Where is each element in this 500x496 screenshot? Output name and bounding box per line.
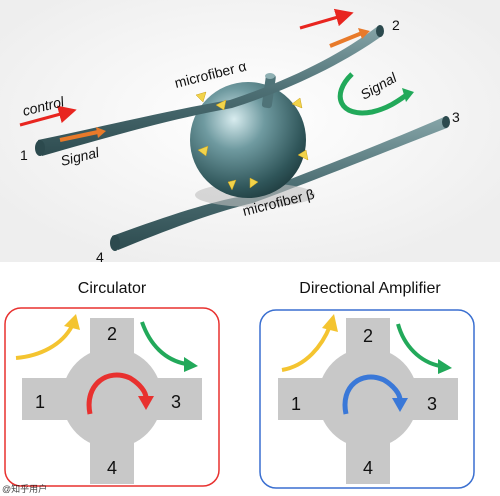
coupling-arrows (195, 91, 309, 191)
signal-arrow-output (329, 31, 363, 48)
port-3-label: 3 (452, 109, 460, 125)
signal-route-arrow (337, 72, 410, 116)
port-2-end (376, 25, 384, 37)
amplifier-port-3: 3 (427, 394, 437, 414)
port-4-label: 4 (96, 249, 104, 265)
circulator-rotation-arrow (86, 372, 149, 415)
port-1-label: 1 (20, 147, 28, 163)
amplifier-port-2: 2 (363, 326, 373, 346)
device-illustration: 2 3 1 4 control Signal Signal microfiber… (0, 0, 500, 265)
circulator-port-3: 3 (171, 392, 181, 412)
circulator-port-4: 4 (107, 458, 117, 478)
port-1-end (35, 140, 45, 156)
watermark: @知乎用户 (2, 483, 47, 494)
amplifier-rotation-arrow (342, 374, 403, 415)
amplifier-input-arrow (281, 325, 332, 372)
microfiber-alpha (38, 26, 382, 156)
amplifier-output-arrow (396, 323, 441, 368)
microresonator-sphere (190, 82, 306, 198)
amplifier-panel: Directional Amplifier 2 1 3 4 (259, 280, 475, 489)
amplifier-port-4: 4 (363, 458, 373, 478)
port-3-end (442, 116, 450, 128)
control-arrow-output (299, 8, 354, 30)
amplifier-title: Directional Amplifier (299, 280, 441, 297)
port-2-label: 2 (392, 17, 400, 33)
circulator-port-2: 2 (107, 324, 117, 344)
control-arrow-input (19, 105, 77, 127)
signal-arrow-input (59, 130, 99, 142)
circulator-panel: Circulator 2 1 3 4 (4, 280, 220, 487)
port-4-end (110, 235, 120, 251)
circulator-input-arrow (15, 324, 74, 360)
circulator-port-1: 1 (35, 392, 45, 412)
circulator-output-arrow (140, 321, 187, 366)
amplifier-port-1: 1 (291, 394, 301, 414)
circulator-title: Circulator (78, 280, 147, 297)
